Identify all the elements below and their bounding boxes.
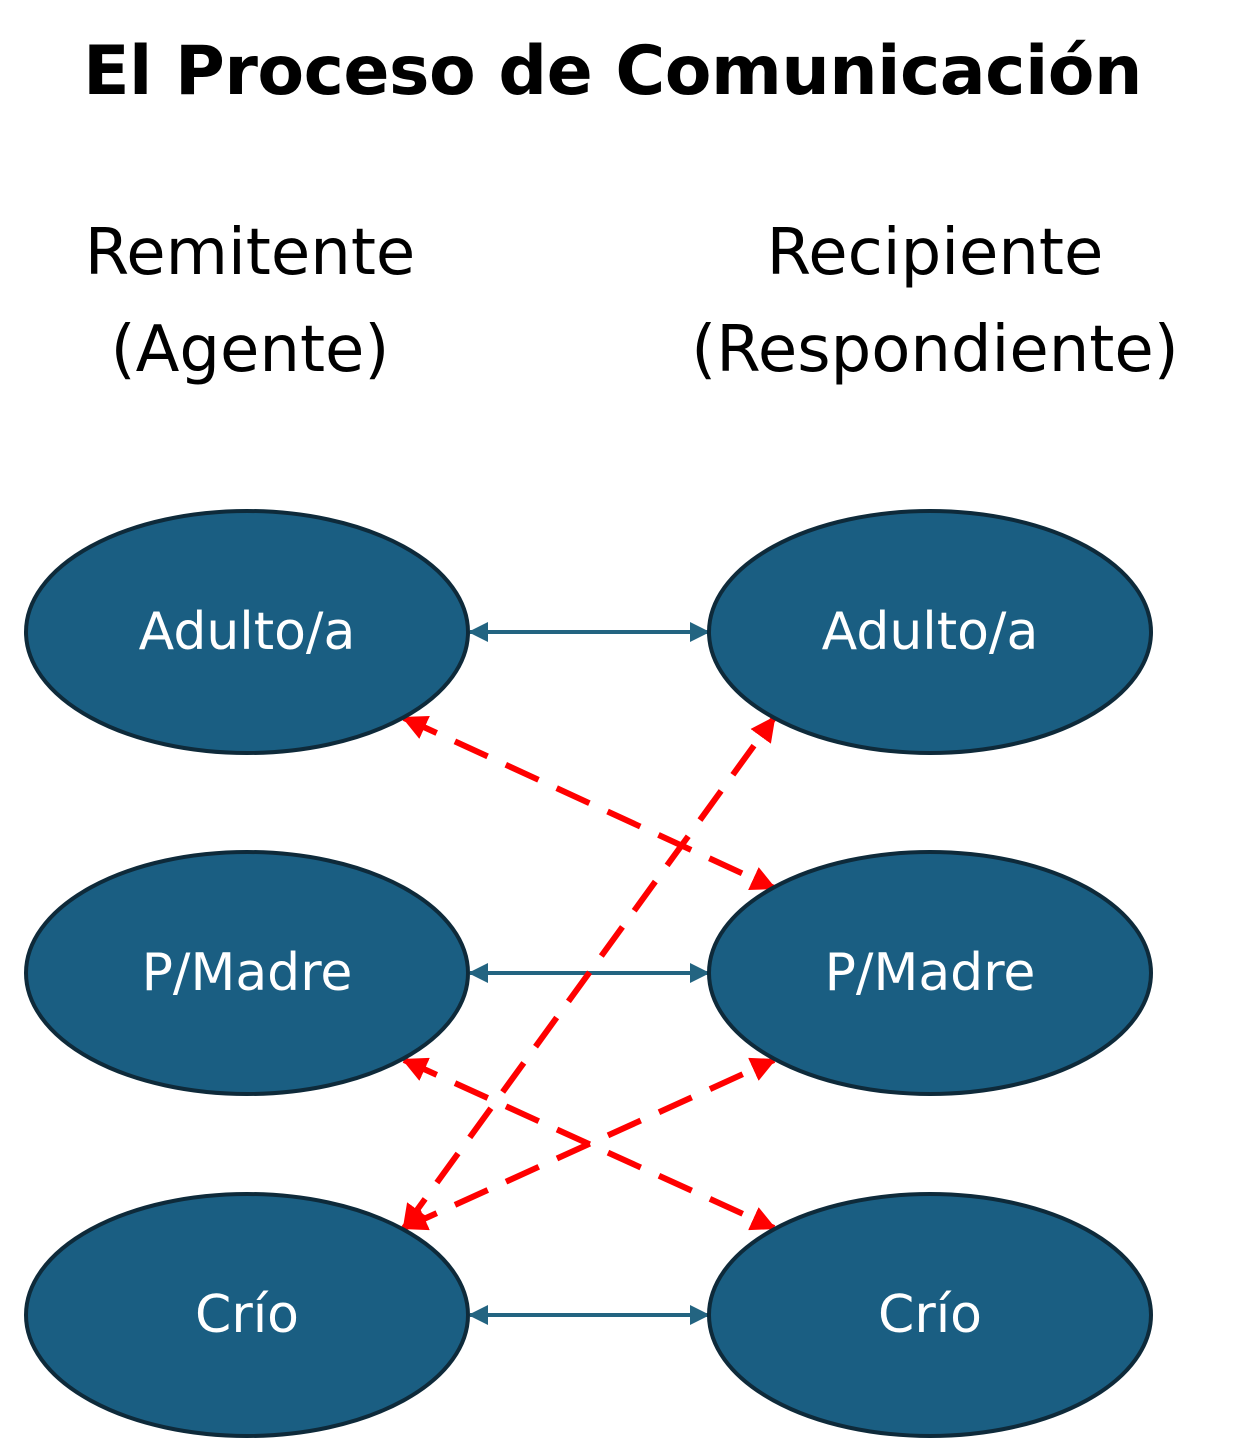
sender-header-line2: (Agente) (110, 313, 390, 388)
sender-node-child: Crío (24, 1192, 470, 1438)
sender-node-parent-label: P/Madre (142, 943, 353, 1003)
recipient-node-parent: P/Madre (707, 850, 1153, 1096)
recipient-node-parent-label: P/Madre (825, 943, 1036, 1003)
dashed-arrow-child-to-adult (401, 715, 777, 1231)
recipient-node-adult: Adulto/a (707, 509, 1153, 755)
sender-node-adult: Adulto/a (24, 509, 470, 755)
dashed-arrow-adult-to-parent (401, 715, 777, 891)
page-title: El Proceso de Comunicación (83, 32, 1142, 111)
recipient-header-line2: (Respondiente) (691, 313, 1179, 388)
recipient-node-adult-label: Adulto/a (822, 602, 1039, 662)
sender-node-adult-label: Adulto/a (139, 602, 356, 662)
sender-node-child-label: Crío (195, 1285, 299, 1345)
recipient-node-child: Crío (707, 1192, 1153, 1438)
sender-column-header: Remitente (Agente) (30, 205, 470, 400)
sender-header-line1: Remitente (84, 216, 416, 290)
recipient-column-header: Recipiente (Respondiente) (640, 205, 1230, 400)
recipient-node-child-label: Crío (878, 1285, 982, 1345)
sender-node-parent: P/Madre (24, 850, 470, 1096)
recipient-header-line1: Recipiente (766, 216, 1104, 290)
dashed-connectors (401, 715, 777, 1231)
